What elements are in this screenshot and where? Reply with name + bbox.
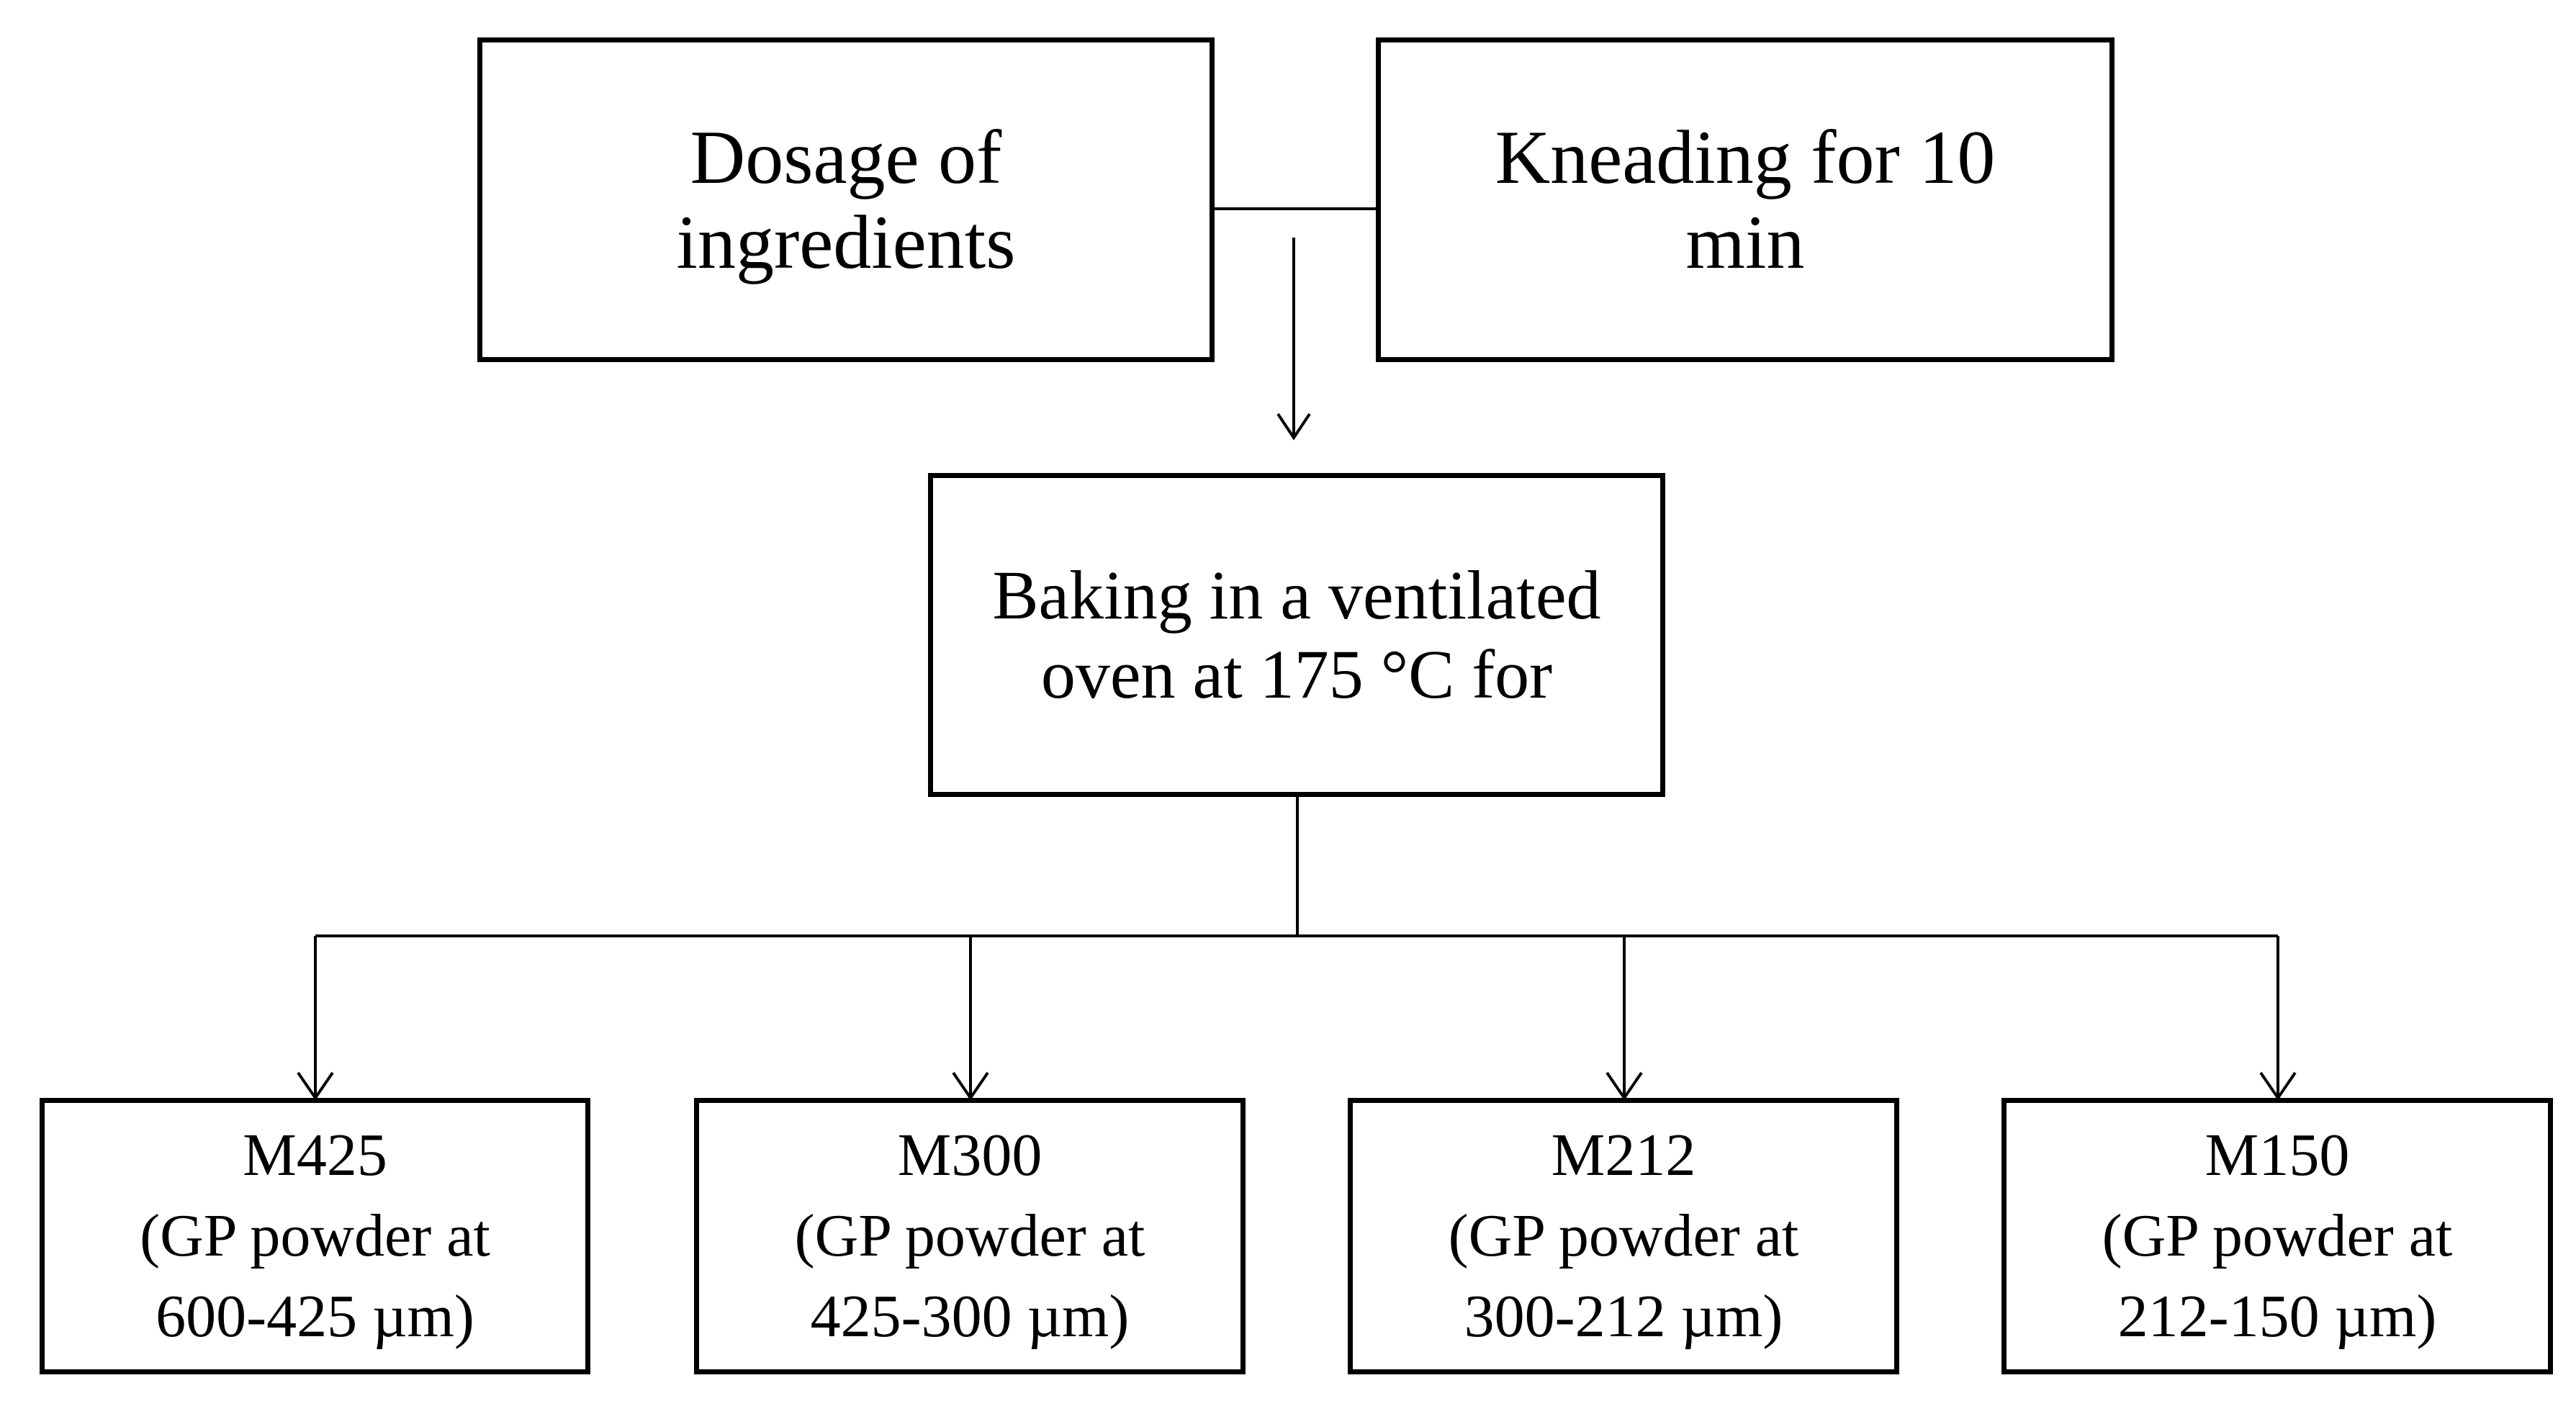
output-desc-2: 212-150 µm) (2117, 1283, 2437, 1350)
output-desc-2: 425-300 µm) (810, 1283, 1130, 1350)
baking-box: Baking in a ventilated oven at 175 °C fo… (928, 473, 1665, 797)
output-box-m150: M150 (GP powder at 212-150 µm) (2001, 1098, 2553, 1374)
output-desc-1: (GP powder at (140, 1202, 490, 1269)
output-code: M212 (1551, 1122, 1696, 1189)
output-box-m300: M300 (GP powder at 425-300 µm) (694, 1098, 1246, 1374)
kneading-line-1: Kneading for 10 (1495, 114, 1996, 199)
dosage-box: Dosage of ingredients (477, 37, 1215, 362)
output-box-m212: M212 (GP powder at 300-212 µm) (1348, 1098, 1899, 1374)
output-desc-1: (GP powder at (2102, 1202, 2453, 1269)
output-desc-1: (GP powder at (1448, 1202, 1799, 1269)
dosage-line-1: Dosage of (690, 114, 1002, 199)
output-code: M150 (2205, 1122, 2350, 1189)
baking-line-2: oven at 175 °C for (1040, 636, 1553, 713)
output-box-m425: M425 (GP powder at 600-425 µm) (40, 1098, 590, 1374)
output-desc-2: 300-212 µm) (1464, 1283, 1783, 1350)
kneading-box: Kneading for 10 min (1376, 37, 2115, 362)
output-desc-1: (GP powder at (794, 1202, 1145, 1269)
output-code: M300 (897, 1122, 1042, 1189)
kneading-line-2: min (1685, 199, 1805, 284)
dosage-line-2: ingredients (676, 199, 1016, 284)
baking-line-1: Baking in a ventilated (992, 557, 1601, 634)
output-code: M425 (243, 1122, 387, 1189)
arrow-to-baking-head (1276, 413, 1311, 441)
output-desc-2: 600-425 µm) (156, 1283, 474, 1350)
